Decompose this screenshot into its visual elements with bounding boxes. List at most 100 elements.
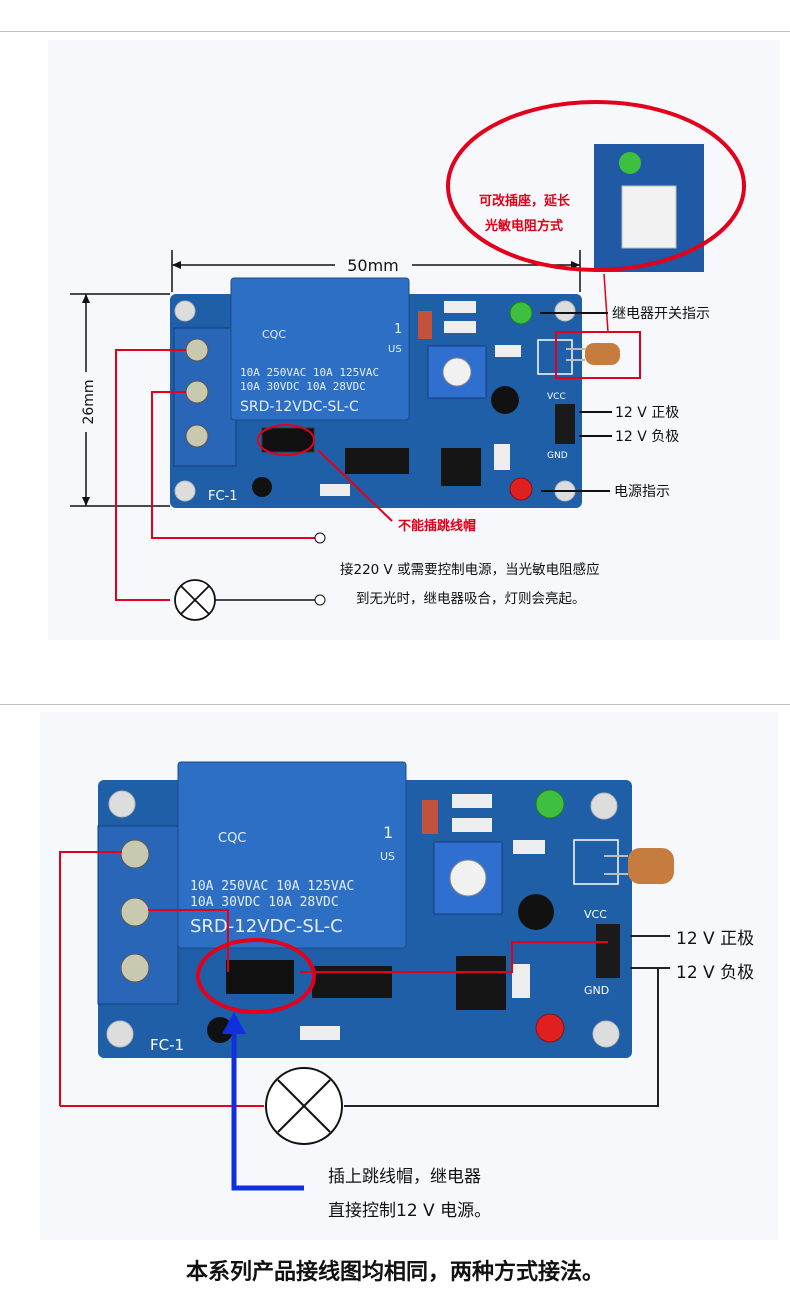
arrow-left: [172, 261, 181, 269]
dark-wires: [344, 935, 670, 1107]
mount-hole: [108, 790, 136, 818]
potentiometer-knob: [449, 859, 487, 897]
relay-us: US: [388, 344, 402, 355]
note-line-2: 直接控制12 V 电源。: [328, 1201, 492, 1221]
top-divider: [0, 31, 790, 32]
red-led: [535, 1013, 565, 1043]
width-dimension: 50mm: [347, 256, 399, 275]
potentiometer-knob: [442, 357, 472, 387]
terminal-screw: [120, 953, 150, 983]
blue-arrow: [222, 1012, 304, 1191]
lamp-cross: [180, 585, 210, 615]
gnd-silk: GND: [547, 451, 568, 461]
relay-number: 1: [394, 322, 402, 337]
photoresistor: [585, 343, 620, 365]
smd-resistor: [495, 345, 521, 357]
vcc-silk: VCC: [547, 392, 566, 402]
smd-resistor: [444, 301, 476, 313]
note-line-1: 接220 V 或需要控制电源，当光敏电阻感应: [340, 562, 600, 578]
green-led: [535, 789, 565, 819]
diode-block: [312, 966, 392, 998]
red-wires: [59, 851, 608, 1107]
dimension-lines: [70, 250, 581, 507]
relay-rating-2: 10A 30VDC 10A 28VDC: [240, 380, 366, 393]
relay-rating-1: 10A 250VAC 10A 125VAC: [240, 366, 379, 379]
smd-resistor: [300, 1026, 340, 1040]
photoresistor: [628, 848, 674, 884]
green-led: [509, 301, 533, 325]
transistor: [491, 386, 519, 414]
label-12v-positive: 12 V 正极: [676, 929, 755, 949]
arrow-bottom: [82, 497, 90, 506]
red-led: [509, 477, 533, 501]
diode: [418, 311, 432, 339]
arrow-right: [571, 261, 580, 269]
socket-callout-pointer: [603, 273, 609, 333]
ic-chip: [456, 956, 506, 1010]
transistor: [207, 1017, 233, 1043]
note-line-2: 到无光时，继电器吸合，灯则会亮起。: [356, 591, 586, 607]
power-header: [596, 924, 620, 978]
label-relay-indicator: 继电器开关指示: [612, 306, 710, 322]
diagram-2: CQC 1 US 10A 250VAC 10A 125VAC 10A 30VDC…: [59, 761, 674, 1191]
note-line-1: 插上跳线帽，继电器: [328, 1167, 481, 1187]
lamp-cross: [277, 1079, 331, 1133]
jumper-cap: [226, 960, 294, 994]
transistor: [518, 894, 554, 930]
terminal-screw: [185, 338, 209, 362]
smd-resistor: [452, 794, 492, 808]
terminal-point: [314, 594, 326, 606]
relay-model: SRD-12VDC-SL-C: [190, 916, 343, 937]
smd-resistor: [444, 321, 476, 333]
relay-model: SRD-12VDC-SL-C: [240, 399, 359, 415]
mount-hole: [592, 1020, 620, 1048]
relay-number: 1: [383, 823, 393, 842]
relay: [230, 277, 410, 421]
label-12v-negative: 12 V 负极: [615, 429, 680, 445]
label-leaders: [540, 312, 612, 492]
label-no-jumper: 不能插跳线帽: [398, 519, 477, 534]
smd-resistor: [512, 964, 530, 998]
diode-block: [345, 448, 409, 474]
inset-led: [619, 152, 641, 174]
sensor-header: [573, 839, 619, 885]
red-wires: [115, 349, 393, 601]
jumper-header: [261, 427, 315, 453]
transistor: [252, 477, 272, 497]
label-12v-negative: 12 V 负极: [676, 963, 755, 983]
gnd-silk: GND: [584, 984, 609, 997]
mount-hole: [174, 480, 196, 502]
height-dimension: 26mm: [81, 379, 97, 424]
arrow-top: [82, 294, 90, 303]
mount-hole: [554, 300, 576, 322]
terminal-screw: [120, 839, 150, 869]
smd-resistor: [513, 840, 545, 854]
terminal-point: [314, 532, 326, 544]
terminal-screw: [120, 897, 150, 927]
label-12v-positive: 12 V 正极: [615, 405, 680, 421]
page-caption: 本系列产品接线图均相同，两种方式接法。: [185, 1260, 604, 1285]
photoresistor-highlight: [555, 331, 641, 379]
mount-hole: [174, 300, 196, 322]
terminal-screw: [185, 380, 209, 404]
mount-hole: [590, 792, 618, 820]
jumper-highlight: [257, 424, 315, 456]
jumper-highlight: [196, 938, 316, 1014]
board-label: FC-1: [208, 489, 238, 504]
relay-cert: CQC: [262, 328, 286, 341]
mount-hole: [106, 1020, 134, 1048]
smd-resistor: [320, 484, 350, 496]
label-power-indicator: 电源指示: [614, 484, 670, 500]
relay-us: US: [380, 850, 395, 863]
diode: [422, 800, 438, 834]
board-label: FC-1: [150, 1036, 184, 1054]
diagram-1: 50mm 26mm CQC 1 US 10A 250VAC 10A 125VAC…: [70, 100, 746, 621]
smd-resistor: [494, 444, 510, 470]
callout-socket-line2: 光敏电阻方式: [485, 219, 564, 234]
relay-cert: CQC: [218, 831, 246, 846]
ic-chip: [441, 448, 481, 486]
middle-divider: [0, 704, 790, 705]
relay-rating-1: 10A 250VAC 10A 125VAC: [190, 879, 354, 894]
power-header: [555, 404, 575, 444]
